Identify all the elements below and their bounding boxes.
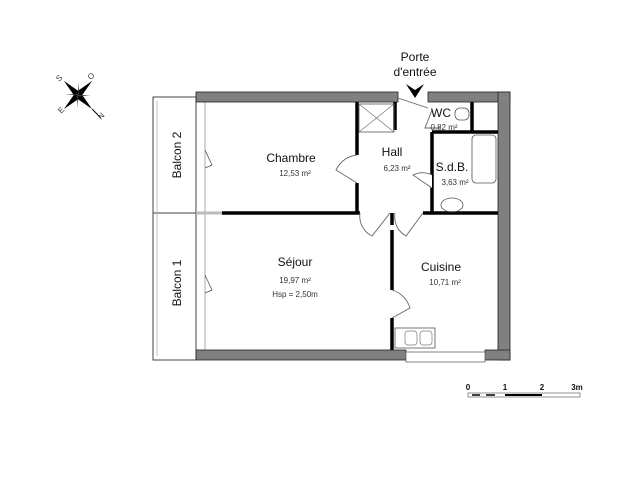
room-height-sejour: Hsp = 2,50m [272, 290, 318, 299]
closet [358, 103, 395, 133]
room-name-balcon1: Balcon 1 [170, 259, 184, 306]
doors [335, 97, 440, 319]
room-name-sejour: Séjour [278, 255, 313, 269]
scale-tick-0: 0 [466, 383, 471, 392]
compass-letter-s: S [54, 73, 64, 83]
compass-rose-icon [63, 80, 101, 118]
room-name-hall: Hall [382, 145, 403, 159]
bathtub [471, 134, 497, 184]
scale-tick-2: 2 [540, 383, 545, 392]
compass-letter-n: N [96, 111, 107, 122]
compass-letter-e: E [56, 105, 66, 115]
room-name-wc: WC [431, 106, 451, 120]
kitchen-sink [394, 327, 436, 349]
toilet [454, 107, 470, 121]
entrance-label-line1: Porte [401, 50, 430, 64]
room-name-balcon2: Balcon 2 [170, 131, 184, 178]
room-name-chambre: Chambre [266, 151, 316, 165]
room-area-sdb: 3,63 m² [441, 178, 468, 187]
room-area-sejour: 19,97 m² [279, 276, 311, 285]
exterior-walls [195, 91, 511, 363]
balcony-outline [152, 96, 213, 361]
entrance-label-line2: d'entrée [394, 65, 437, 79]
scale-bar [467, 392, 581, 398]
room-area-cuisine: 10,71 m² [429, 278, 461, 287]
room-area-hall: 6,23 m² [383, 164, 410, 173]
fixtures [394, 107, 497, 349]
room-area-wc: 0,82 m² [430, 123, 457, 132]
sink [440, 197, 464, 213]
room-area-chambre: 12,53 m² [279, 169, 311, 178]
scale-tick-1: 1 [503, 383, 508, 392]
scale-tick-3: 3m [571, 383, 583, 392]
compass-letter-o: O [86, 71, 97, 82]
room-name-sdb: S.d.B. [436, 160, 469, 174]
entrance-arrow-icon [406, 84, 424, 98]
interior-walls [196, 102, 498, 350]
room-name-cuisine: Cuisine [421, 260, 461, 274]
